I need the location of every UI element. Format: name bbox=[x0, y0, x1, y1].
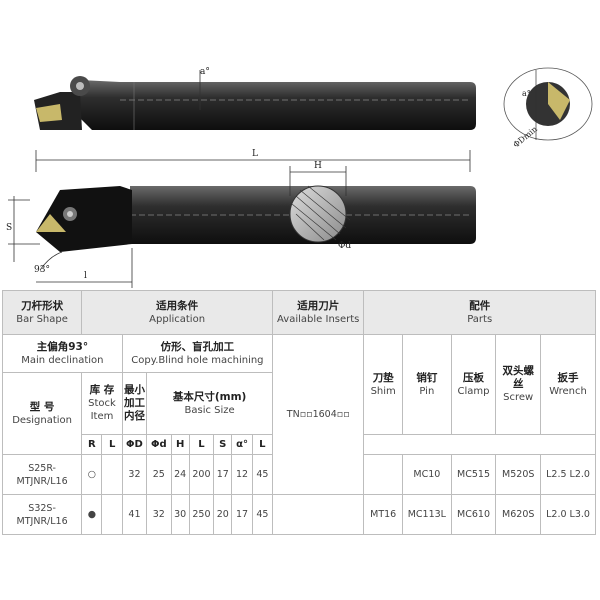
header-stock: 库 存 Stock Item bbox=[81, 372, 123, 435]
technical-drawing: a° L S 93° l H bbox=[6, 67, 593, 288]
top-view-bar: a° bbox=[34, 67, 476, 130]
header-wrench: 扳手 Wrench bbox=[540, 334, 596, 435]
row-alpha: 12 bbox=[231, 454, 253, 495]
row-stock-l bbox=[101, 494, 123, 535]
header-bar-shape: 刀杆形状 Bar Shape bbox=[1, 290, 83, 335]
header-clamp: 压板 Clamp bbox=[450, 334, 497, 435]
row-clamp: MC515 bbox=[450, 454, 497, 495]
dim-S-label: S bbox=[6, 223, 12, 233]
row-d: 32 bbox=[146, 494, 172, 535]
row-l: 45 bbox=[251, 494, 274, 535]
row-alpha: 17 bbox=[231, 494, 253, 535]
dimension-L: L bbox=[35, 149, 471, 172]
dim-angle-top: a° bbox=[200, 67, 210, 77]
row-H: 30 bbox=[170, 494, 190, 535]
sub-header-H: H bbox=[170, 434, 190, 455]
table-row: S25R- MTJNR/L16 ○ 32 25 24 200 17 12 45 … bbox=[1, 454, 596, 495]
row-screw: M520S bbox=[495, 454, 542, 495]
dim-d-label: Φd bbox=[338, 241, 351, 251]
sub-header-D: ΦD bbox=[121, 434, 148, 455]
header-designation: 型 号 Designation bbox=[1, 372, 83, 455]
row-d: 25 bbox=[146, 454, 172, 495]
dim-H-label: H bbox=[314, 161, 322, 171]
header-application: 适用条件 Application bbox=[81, 290, 274, 335]
row-pin: MC113L bbox=[401, 494, 452, 535]
insert-code: TN▫▫1604▫▫ bbox=[272, 334, 365, 495]
row-shim: MT16 bbox=[363, 494, 403, 535]
row-designation: S32S- MTJNR/L16 bbox=[1, 494, 83, 535]
row-wrench: L2.5 L2.0 bbox=[540, 454, 596, 495]
sub-header-L: L bbox=[101, 434, 123, 455]
row-shim bbox=[363, 454, 403, 495]
row-wrench: L2.0 L3.0 bbox=[540, 494, 596, 535]
row-pin: MC10 bbox=[401, 454, 452, 495]
header-screw: 双头螺 丝 Screw bbox=[495, 334, 542, 435]
parts-spacer bbox=[363, 434, 596, 455]
row-stock-r: ● bbox=[81, 494, 103, 535]
sub-header-S: S bbox=[213, 434, 233, 455]
header-inserts: 适用刀片 Available Inserts bbox=[272, 290, 365, 335]
detail-view: a° ΦDmin bbox=[503, 67, 593, 150]
row-L: 250 bbox=[188, 494, 215, 535]
row-S: 20 bbox=[213, 494, 233, 535]
dim-L-label: L bbox=[252, 149, 258, 159]
row-insert bbox=[272, 494, 365, 535]
row-H: 24 bbox=[170, 454, 190, 495]
row-clamp: MC610 bbox=[450, 494, 497, 535]
header-parts: 配件 Parts bbox=[363, 290, 596, 335]
sub-header-d: Φd bbox=[146, 434, 172, 455]
sub-header-alpha: α° bbox=[231, 434, 253, 455]
row-stock-r: ○ bbox=[81, 454, 103, 495]
row-D: 32 bbox=[121, 454, 148, 495]
spec-table: 刀杆形状 Bar Shape 适用条件 Application 适用刀片 Ava… bbox=[1, 290, 596, 535]
row-S: 17 bbox=[213, 454, 233, 495]
row-screw: M620S bbox=[495, 494, 542, 535]
row-designation: S25R- MTJNR/L16 bbox=[1, 454, 83, 495]
row-L: 200 bbox=[188, 454, 215, 495]
header-min-bore: 最小 加工 内径 bbox=[121, 372, 148, 435]
row-stock-l bbox=[101, 454, 123, 495]
copy-blind-hole: 仿形、盲孔加工 Copy.Blind hole machining bbox=[121, 334, 274, 373]
row-D: 41 bbox=[121, 494, 148, 535]
header-pin: 销钉 Pin bbox=[401, 334, 452, 435]
sub-header-L2: L bbox=[188, 434, 215, 455]
dim-angle-side: a° bbox=[522, 89, 531, 98]
cross-section: H Φd bbox=[289, 161, 351, 251]
sub-header-R: R bbox=[81, 434, 103, 455]
row-l: 45 bbox=[251, 454, 274, 495]
dimension-S: S bbox=[6, 196, 40, 262]
dim-l-label: l bbox=[84, 271, 87, 281]
header-basic-size: 基本尺寸(mm) Basic Size bbox=[146, 372, 274, 435]
dim-angle-93: 93° bbox=[34, 265, 50, 275]
sub-header-l: L bbox=[251, 434, 274, 455]
side-view-bar bbox=[36, 186, 476, 252]
table-row: S32S- MTJNR/L16 ● 41 32 30 250 20 17 45 … bbox=[1, 494, 596, 535]
header-shim: 刀垫 Shim bbox=[363, 334, 403, 435]
dimension-l: 93° l bbox=[34, 248, 133, 288]
main-declination: 主偏角93° Main declination bbox=[2, 334, 123, 373]
